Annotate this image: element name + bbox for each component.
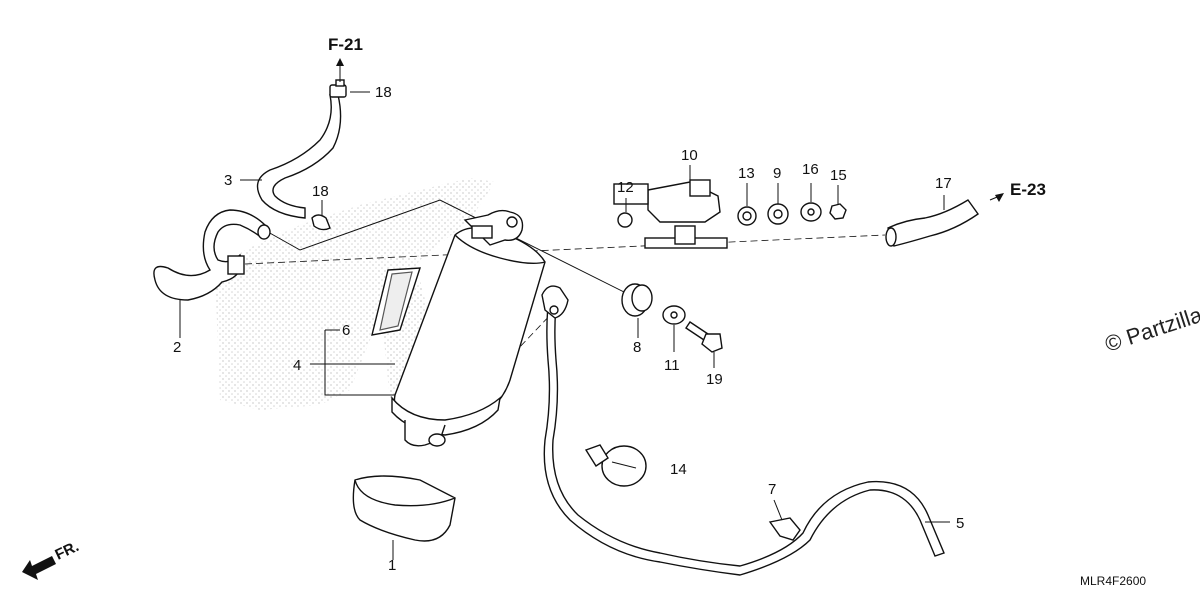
bushing-part-13[interactable]	[737, 206, 757, 226]
watermark-text: © Partzilla	[1102, 302, 1200, 357]
part-number-1[interactable]: 1	[388, 557, 396, 574]
clip-part-7[interactable]	[768, 517, 801, 541]
part-number-10[interactable]: 10	[681, 147, 698, 164]
part-number-11[interactable]: 11	[664, 357, 680, 374]
diagram-code: MLR4F2600	[1080, 574, 1146, 588]
nut-part-15[interactable]	[829, 203, 847, 220]
hose-part-17[interactable]	[885, 199, 979, 247]
part-number-9[interactable]: 9	[773, 165, 781, 182]
part-number-18-top[interactable]: 18	[375, 84, 392, 101]
front-label: FR.	[53, 538, 82, 564]
part-number-2[interactable]: 2	[173, 339, 181, 356]
cap-part-14[interactable]	[584, 444, 647, 487]
ref-label-f21[interactable]: F-21	[328, 35, 363, 54]
part-number-15[interactable]: 15	[830, 167, 847, 184]
part-number-13[interactable]: 13	[738, 165, 755, 182]
hose-part-3[interactable]	[256, 94, 342, 219]
grommet-part-8[interactable]	[621, 283, 653, 317]
clip-part-18-top[interactable]	[329, 79, 347, 98]
part-number-6[interactable]: 6	[342, 322, 350, 339]
strap-part-1[interactable]	[352, 475, 456, 542]
part-number-3[interactable]: 3	[224, 172, 232, 189]
washer-part-9[interactable]	[767, 203, 789, 225]
part-number-7[interactable]: 7	[768, 481, 776, 498]
washer-part-11[interactable]	[662, 305, 686, 325]
part-number-14[interactable]: 14	[670, 461, 687, 478]
part-number-8[interactable]: 8	[633, 339, 641, 356]
part-number-16[interactable]: 16	[802, 161, 819, 178]
valve-part-10[interactable]	[613, 179, 728, 249]
part-number-17[interactable]: 17	[935, 175, 952, 192]
arrow-icon-f21	[336, 58, 344, 66]
bolt-part-19[interactable]	[685, 321, 723, 353]
part-number-19[interactable]: 19	[706, 371, 723, 388]
clip-part-18-middle[interactable]	[311, 214, 331, 231]
part-number-12[interactable]: 12	[617, 179, 634, 196]
ref-label-e23[interactable]: E-23	[1010, 180, 1046, 199]
hose-part-5[interactable]	[541, 285, 945, 576]
canister-part-4[interactable]	[391, 209, 546, 447]
washer-part-16[interactable]	[800, 202, 822, 222]
part-number-18-middle[interactable]: 18	[312, 183, 329, 200]
part-number-4[interactable]: 4	[293, 357, 301, 374]
hose-part-2[interactable]	[153, 209, 271, 301]
pad-part-6[interactable]	[371, 267, 421, 336]
arrow-icon-e23	[995, 193, 1004, 202]
part-number-5[interactable]: 5	[956, 515, 964, 532]
front-arrow-icon: FR.	[22, 538, 82, 580]
leader-lines	[179, 65, 1003, 560]
collar-part-12[interactable]	[617, 212, 633, 228]
